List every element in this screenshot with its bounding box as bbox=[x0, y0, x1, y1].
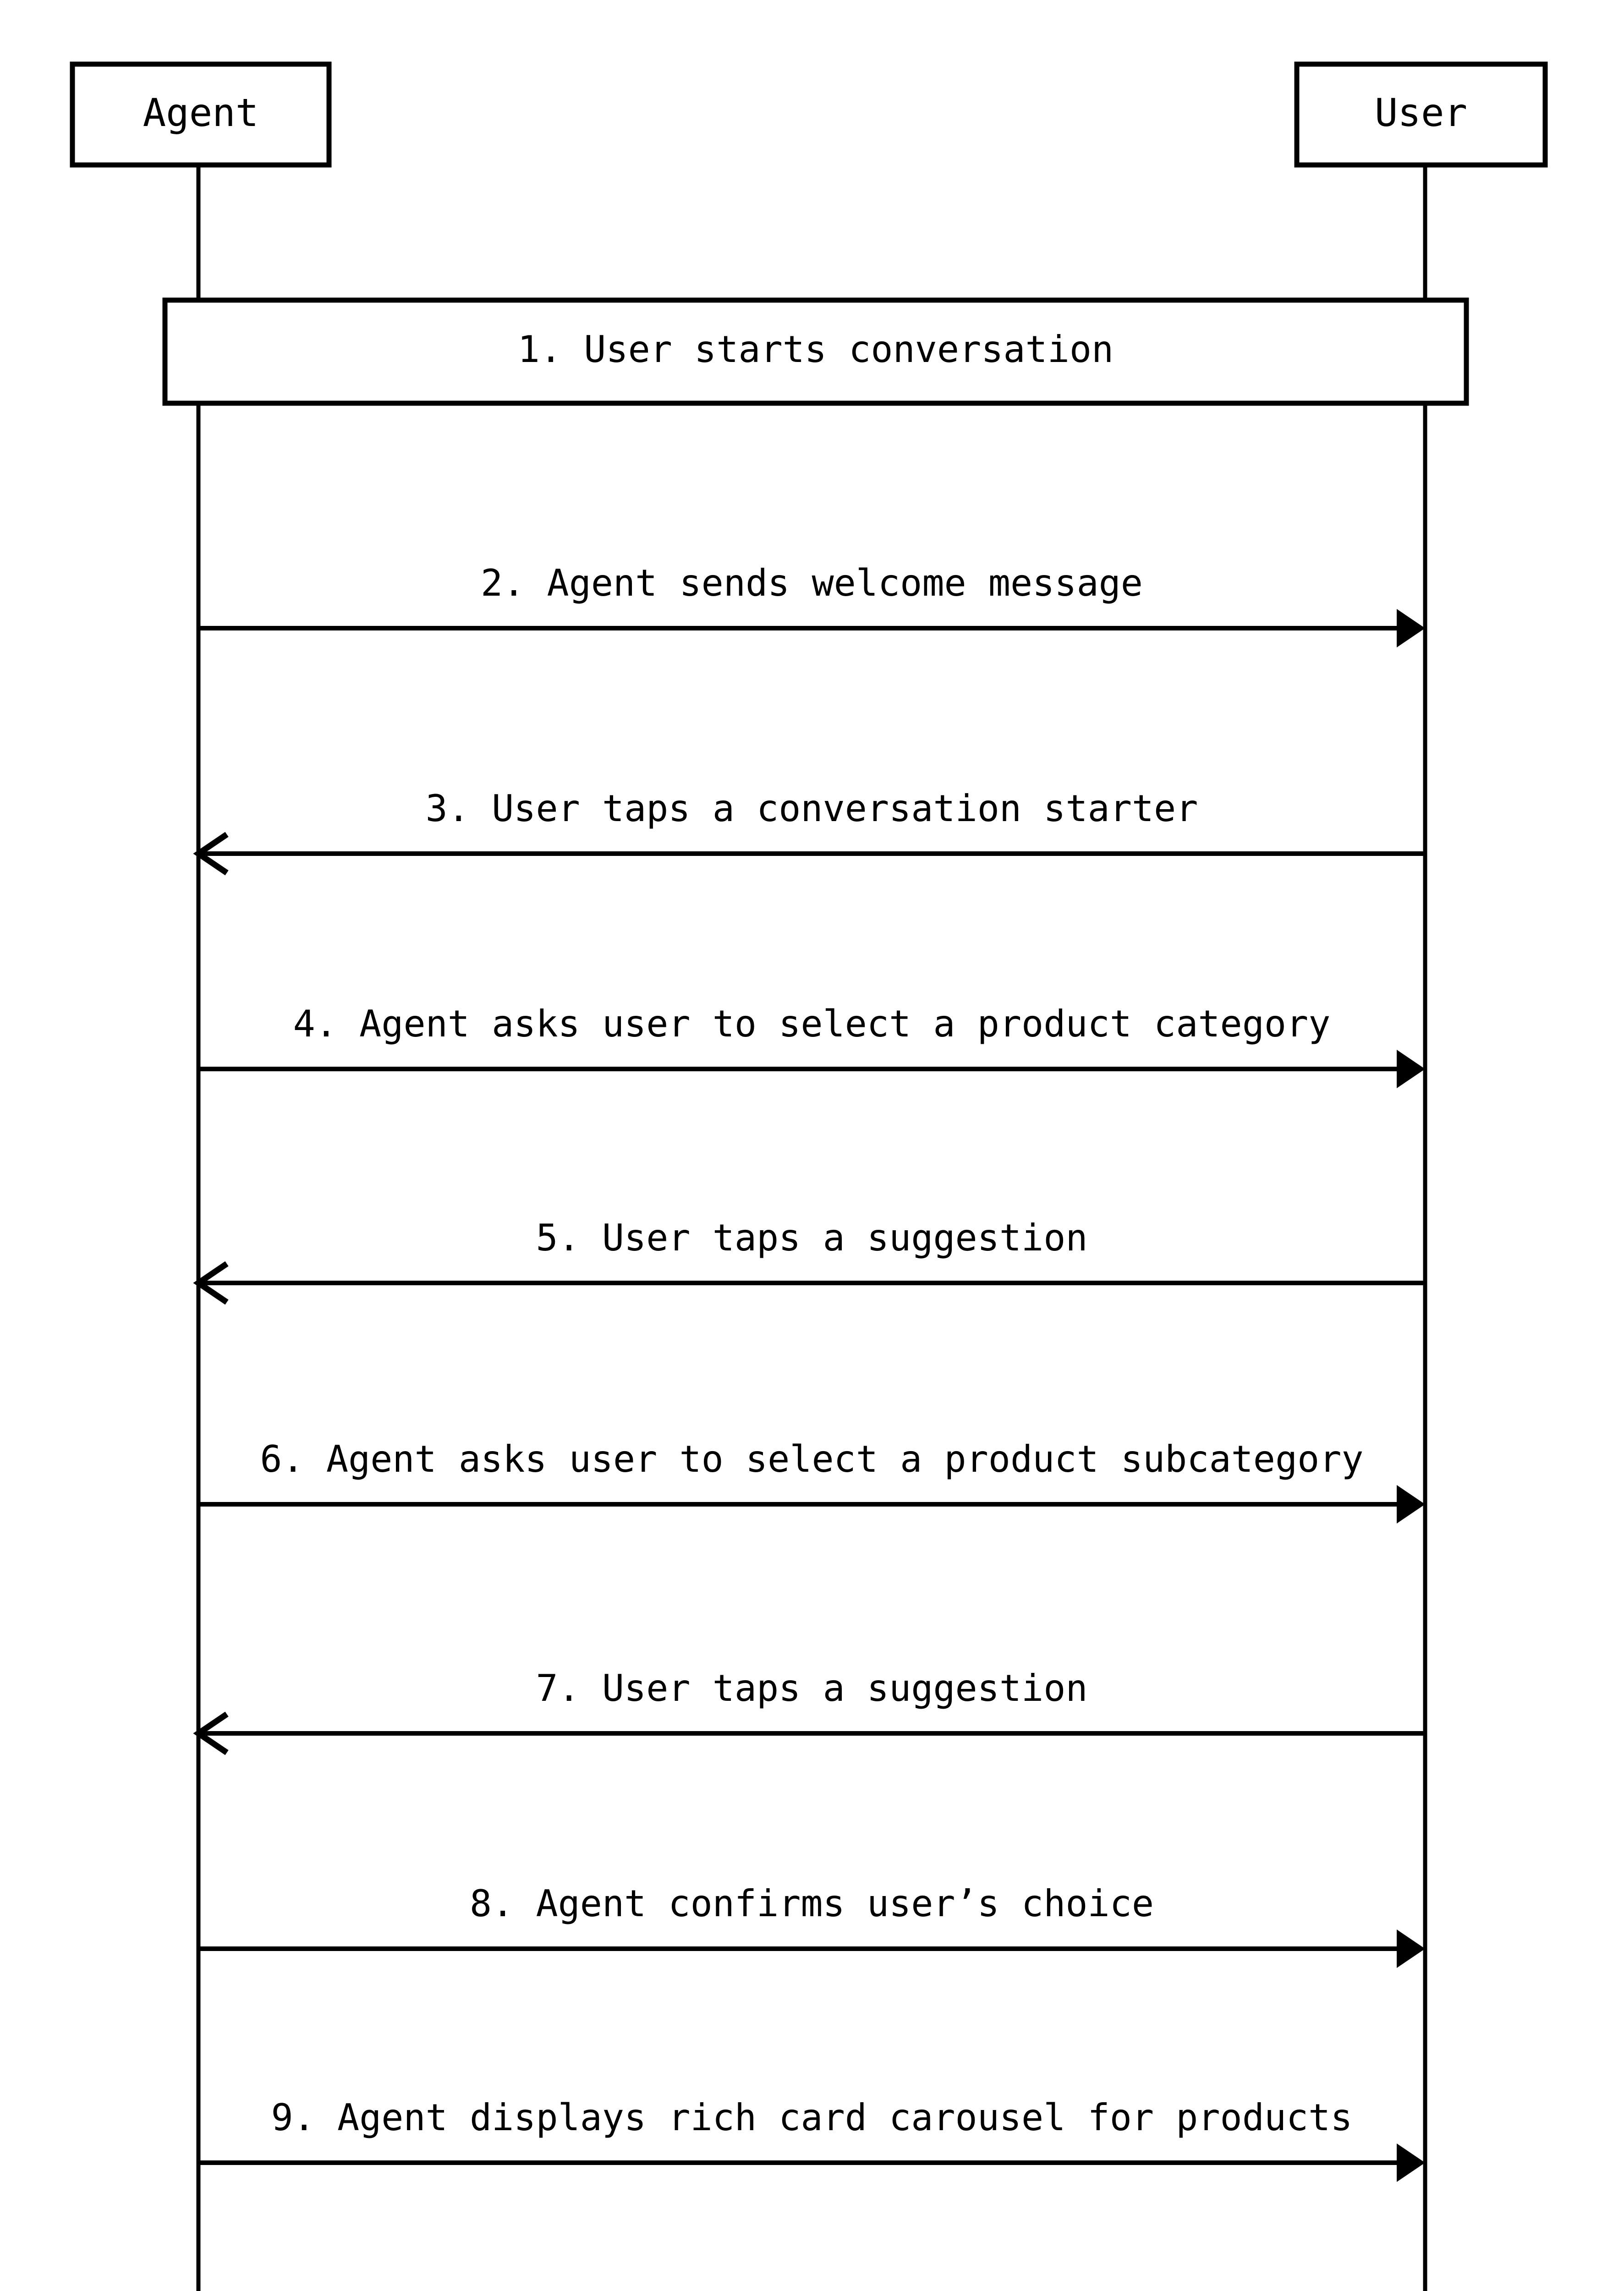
message-2[interactable]: 2. Agent sends welcome message bbox=[198, 562, 1425, 647]
message-label-7: 7. User taps a suggestion bbox=[536, 1667, 1087, 1710]
message-6[interactable]: 6. Agent asks user to select a product s… bbox=[198, 1438, 1425, 1524]
message-7[interactable]: 7. User taps a suggestion bbox=[193, 1667, 1425, 1755]
message-label-4: 4. Agent asks user to select a product c… bbox=[293, 1003, 1331, 1045]
message-arrowhead-5 bbox=[193, 1261, 229, 1305]
participant-label-user: User bbox=[1375, 90, 1467, 135]
participant-header-agent[interactable]: Agent bbox=[70, 61, 332, 168]
participant-label-agent: Agent bbox=[143, 90, 259, 135]
message-arrowhead-7 bbox=[193, 1711, 229, 1755]
participant-box-user bbox=[1294, 61, 1548, 168]
message-arrowhead-9 bbox=[1397, 2143, 1425, 2182]
message-4[interactable]: 4. Agent asks user to select a product c… bbox=[198, 1003, 1425, 1088]
message-arrowhead-2 bbox=[1397, 609, 1425, 647]
participants-layer: AgentUserAgentUser bbox=[70, 61, 1548, 168]
participant-box-agent bbox=[70, 61, 332, 168]
note-box-1 bbox=[162, 297, 1469, 406]
note-label-1: 1. User starts conversation bbox=[518, 328, 1114, 371]
message-5[interactable]: 5. User taps a suggestion bbox=[193, 1217, 1425, 1305]
lifelines-layer bbox=[196, 165, 1427, 2291]
message-arrowhead-3 bbox=[193, 832, 229, 876]
message-label-3: 3. User taps a conversation starter bbox=[426, 787, 1198, 830]
note-1: 1. User starts conversation bbox=[162, 297, 1469, 406]
notes-layer: 1. User starts conversation bbox=[162, 297, 1469, 406]
message-arrowhead-6 bbox=[1397, 1485, 1425, 1524]
message-label-8: 8. Agent confirms user’s choice bbox=[470, 1882, 1154, 1925]
message-9[interactable]: 9. Agent displays rich card carousel for… bbox=[198, 2096, 1425, 2182]
message-arrowhead-4 bbox=[1397, 1050, 1425, 1088]
participant-header-user[interactable]: User bbox=[1294, 61, 1548, 168]
messages-layer: 2. Agent sends welcome message 3. User ta… bbox=[193, 562, 1425, 2182]
message-3[interactable]: 3. User taps a conversation starter bbox=[193, 787, 1425, 876]
message-label-2: 2. Agent sends welcome message bbox=[481, 562, 1143, 604]
message-label-9: 9. Agent displays rich card carousel for… bbox=[271, 2096, 1352, 2139]
message-label-6: 6. Agent asks user to select a product s… bbox=[260, 1438, 1363, 1480]
message-arrowhead-8 bbox=[1397, 1929, 1425, 1968]
message-label-5: 5. User taps a suggestion bbox=[536, 1217, 1087, 1259]
message-8[interactable]: 8. Agent confirms user’s choice bbox=[198, 1882, 1425, 1968]
